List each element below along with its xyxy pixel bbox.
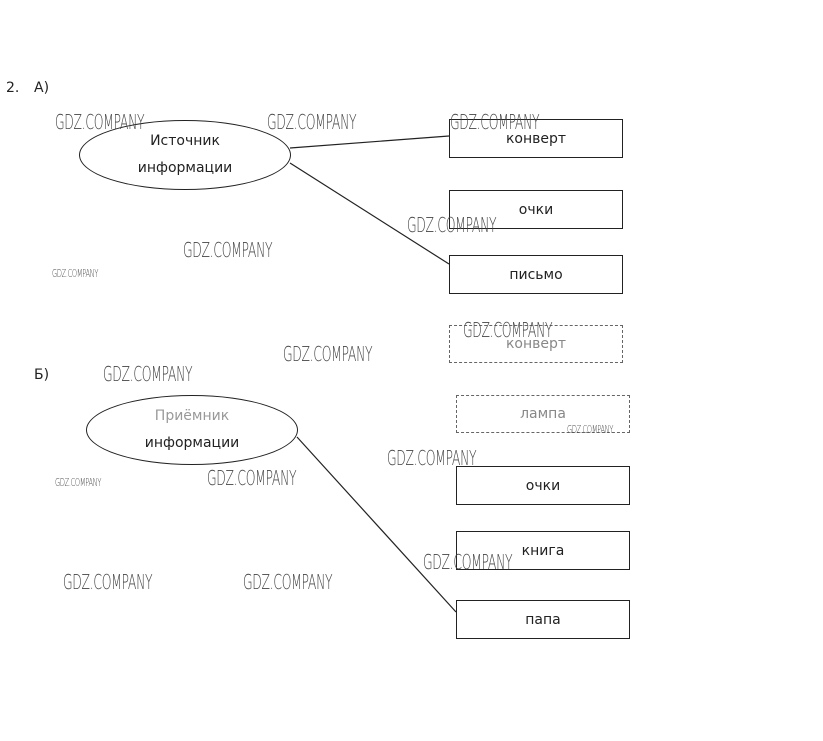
watermark: GDZ.COMPANY: [463, 318, 553, 342]
watermark: GDZ.COMPANY: [55, 476, 102, 489]
connector-a-konvert: [289, 135, 450, 149]
watermark: GDZ.COMPANY: [283, 342, 373, 366]
watermark: GDZ.COMPANY: [450, 110, 540, 134]
part-b-label: Б): [34, 367, 50, 383]
part-a-label: А): [34, 80, 50, 96]
watermark: GDZ.COMPANY: [55, 110, 145, 134]
watermark: GDZ.COMPANY: [63, 570, 153, 594]
option-b-konvert: конверт: [449, 325, 623, 363]
option-a-pismo: письмо: [449, 255, 623, 294]
source-line1: Источник: [150, 133, 220, 149]
watermark: GDZ.COMPANY: [423, 550, 513, 574]
option-b-lampa: лампа: [456, 395, 630, 433]
watermark: GDZ.COMPANY: [567, 423, 614, 436]
watermark: GDZ.COMPANY: [103, 362, 193, 386]
source-ellipse: Источник информации: [79, 120, 291, 190]
receiver-ellipse: Приёмник информации: [86, 395, 298, 465]
source-line2: информации: [137, 160, 233, 176]
watermark: GDZ.COMPANY: [407, 213, 497, 237]
watermark: GDZ.COMPANY: [387, 446, 477, 470]
watermark: GDZ.COMPANY: [52, 267, 99, 280]
option-b-kniga: книга: [456, 531, 630, 570]
option-a-ochki: очки: [449, 190, 623, 229]
option-b-ochki: очки: [456, 466, 630, 505]
receiver-line2: информации: [144, 435, 240, 451]
task-number: 2.: [6, 80, 20, 96]
watermark: GDZ.COMPANY: [183, 238, 273, 262]
watermark: GDZ.COMPANY: [243, 570, 333, 594]
option-b-papa: папа: [456, 600, 630, 639]
option-a-konvert: конверт: [449, 119, 623, 158]
watermark: GDZ.COMPANY: [207, 466, 297, 490]
receiver-line1: Приёмник: [154, 408, 230, 424]
watermark: GDZ.COMPANY: [267, 110, 357, 134]
